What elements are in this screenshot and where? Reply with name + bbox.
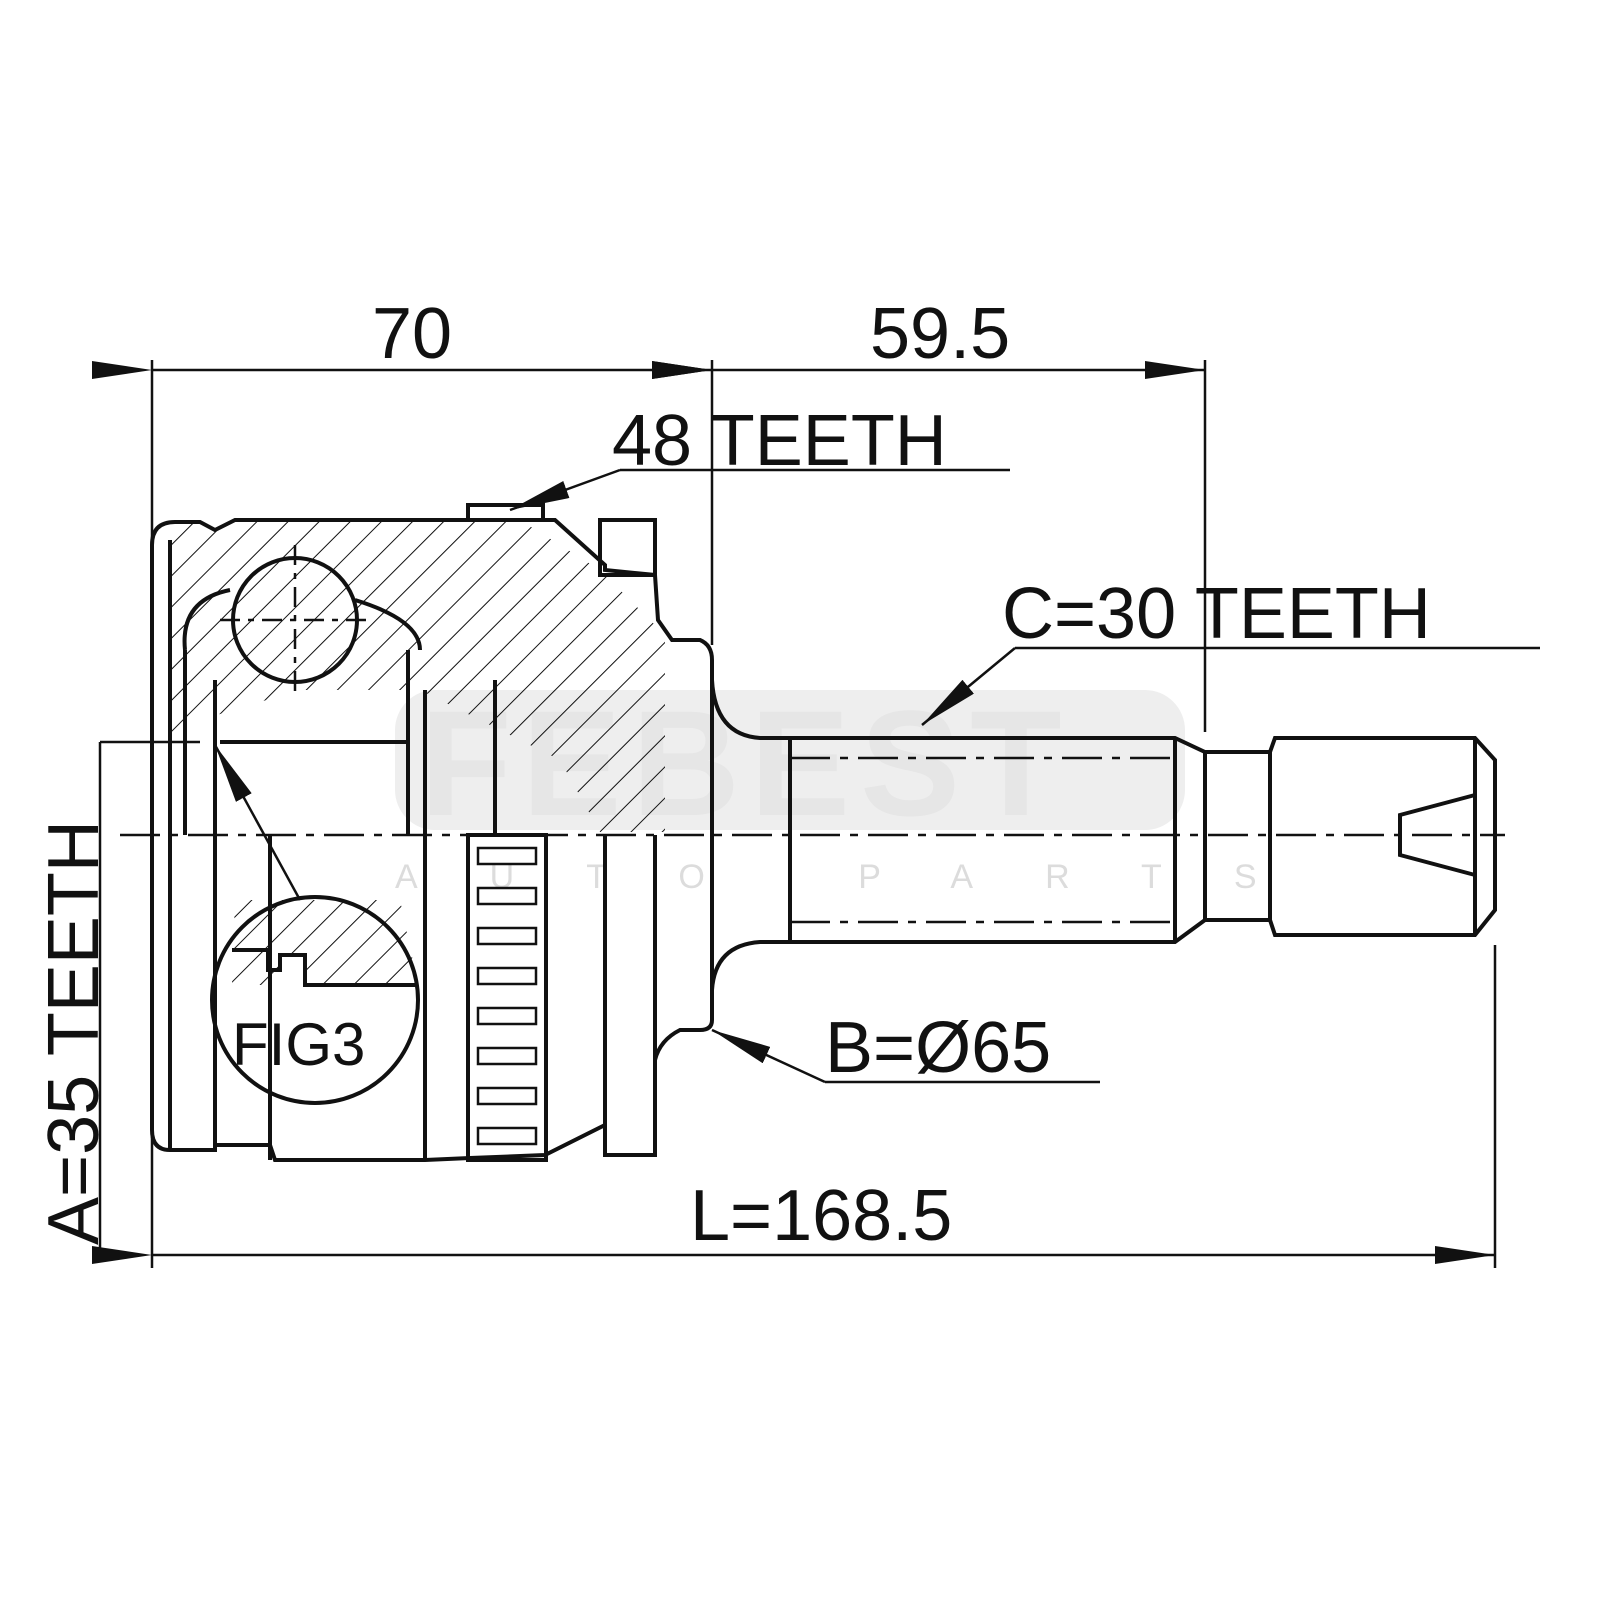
total-length-label: L=168.5 [690,1176,952,1256]
seal-diameter-label: B=Ø65 [825,1008,1051,1088]
inner-spline-label: A=35 TEETH [34,820,114,1245]
dim-outer-length: 70 [372,294,452,374]
dimension-lines [92,361,1495,1264]
abs-ring [466,833,548,1162]
fig3-detail: FIG3 [210,895,420,1105]
ball [220,545,370,695]
leaders [213,468,1540,1084]
svg-text:AUTO PARTS: AUTO PARTS [395,858,1329,896]
fig3-label: FIG3 [232,1011,365,1078]
outer-spline-label: C=30 TEETH [1002,574,1431,654]
dim-shaft-length: 59.5 [870,294,1010,374]
abs-teeth-label: 48 TEETH [612,401,947,481]
stub-shaft [710,679,1497,991]
